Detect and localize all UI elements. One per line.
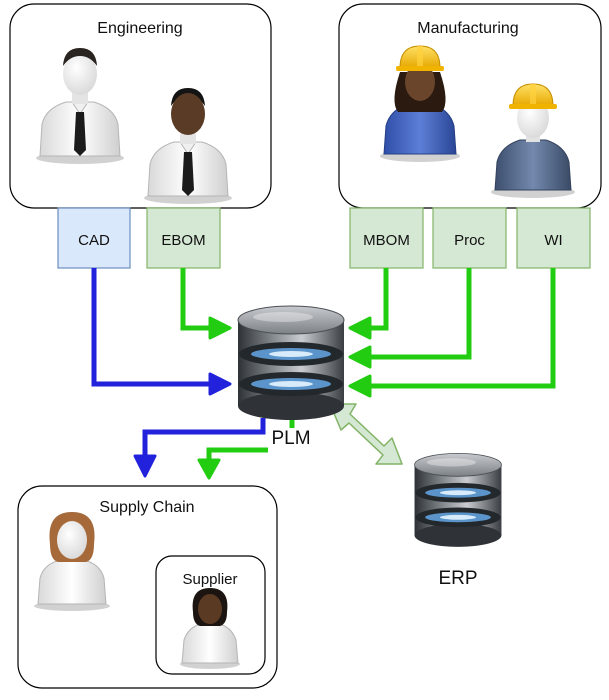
cad-box: CAD <box>57 207 131 269</box>
database-icon <box>237 305 345 421</box>
hard-hat-worker-icon <box>380 45 460 162</box>
female-worker-icon <box>34 512 110 611</box>
proc-to-plm-arrowhead <box>348 345 372 369</box>
proc-label: Proc <box>454 232 485 249</box>
wi-box: WI <box>516 207 591 269</box>
plm-to-supply-chain-blue-arrow <box>142 418 266 458</box>
wi-to-plm-arrowhead <box>348 374 372 398</box>
male-office-worker-icon <box>171 93 205 135</box>
ebom-label: EBOM <box>161 232 205 249</box>
ebom-box: EBOM <box>146 207 221 269</box>
plm-to-supply-chain-blue-arrowhead <box>133 454 157 478</box>
proc-box: Proc <box>432 207 507 269</box>
wi-to-plm-arrow <box>366 268 556 389</box>
supply-chain-label: Supply Chain <box>99 499 194 516</box>
mbom-to-plm-arrow <box>366 268 389 331</box>
ebom-to-plm-arrowhead <box>208 316 232 340</box>
manufacturing-label: Manufacturing <box>417 20 518 37</box>
cad-label: CAD <box>78 232 110 249</box>
male-office-worker-icon <box>143 88 233 205</box>
hard-hat-worker-icon <box>491 83 575 198</box>
plm-to-supply-chain-green-arrowhead <box>197 458 221 480</box>
cad-to-plm-arrowhead <box>208 372 232 396</box>
engineering-label: Engineering <box>97 20 182 37</box>
plm-label: PLM <box>271 428 310 449</box>
mbom-label: MBOM <box>363 232 410 249</box>
bidirectional-arrow-icon <box>329 403 403 465</box>
female-professional-icon <box>180 588 240 669</box>
male-office-worker-icon <box>35 48 125 165</box>
ebom-to-plm-arrow <box>180 268 214 331</box>
supplier-label: Supplier <box>182 571 237 588</box>
database-icon <box>414 452 502 548</box>
mbom-box: MBOM <box>349 207 424 269</box>
erp-label: ERP <box>438 568 477 589</box>
cad-to-plm-arrow <box>91 268 214 387</box>
mbom-to-plm-arrowhead <box>348 316 372 340</box>
proc-to-plm-arrow <box>366 268 472 360</box>
wi-label: WI <box>544 232 562 249</box>
